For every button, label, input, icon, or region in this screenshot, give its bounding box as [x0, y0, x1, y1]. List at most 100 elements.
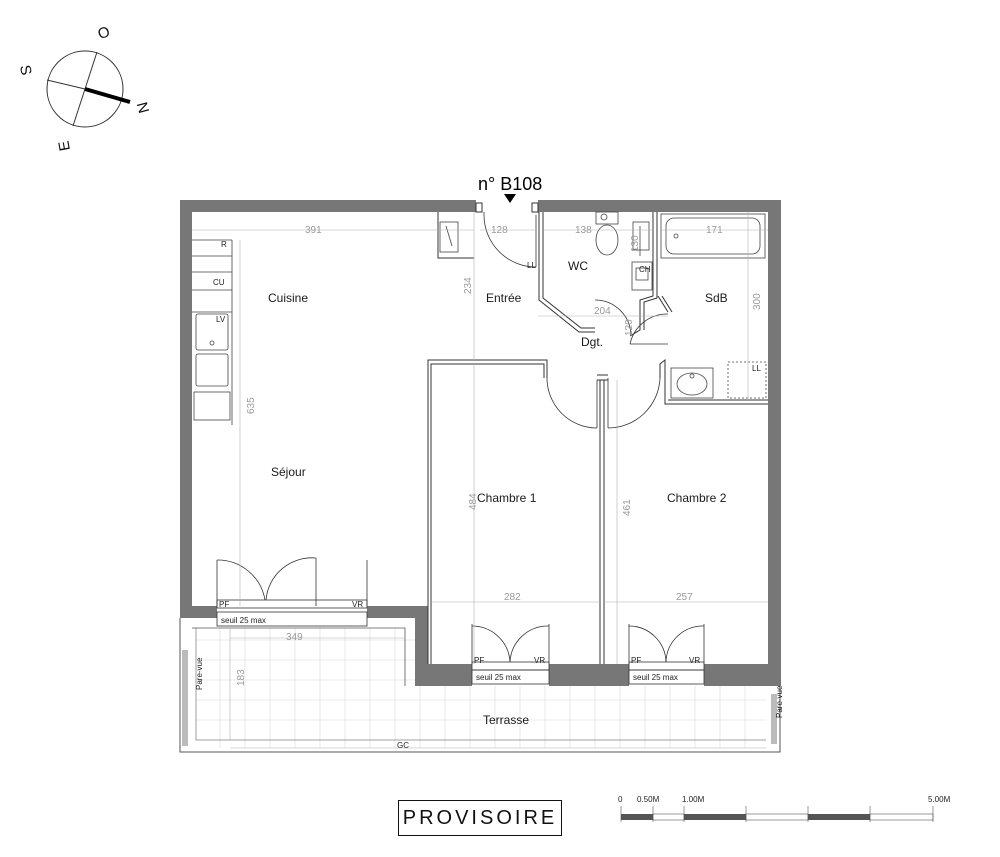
windows — [216, 557, 705, 685]
wc-door-swing — [594, 299, 632, 337]
label-vr-sejour: VR — [352, 600, 363, 609]
terrace-railing — [195, 628, 766, 741]
sdb-basin-cabinet — [670, 367, 714, 399]
bathtub-outer — [660, 213, 766, 259]
chambre2-swing-a — [628, 625, 667, 663]
label-lv: LV — [216, 315, 226, 324]
scale-label-500: 5.00M — [928, 795, 951, 804]
compass-axis-s — [46, 79, 86, 90]
closet-unit — [439, 221, 459, 253]
dimension-lines — [192, 212, 768, 749]
label-cu: CU — [213, 278, 225, 287]
sdb-door-swing — [629, 313, 669, 345]
partition-sdb-door-jamb-b — [661, 295, 673, 313]
chambre1-swing-b — [509, 625, 550, 663]
scale-label-100: 1.00M — [682, 795, 705, 804]
compass-o: O — [96, 23, 113, 43]
fixtures — [192, 211, 767, 425]
toilet-tank — [595, 211, 619, 225]
chambre1-swing-a — [471, 625, 511, 663]
chambre1-seuil — [471, 669, 550, 685]
doors — [483, 212, 669, 429]
compass-s: S — [16, 64, 34, 77]
chambre2-door-swing — [607, 377, 661, 429]
closet-outline — [437, 212, 474, 259]
chambre2-seuil — [628, 669, 705, 685]
label-ll-entree: LL — [527, 261, 536, 270]
label-pare-vue-left: Pare-vue — [195, 657, 204, 690]
partition-wc-right — [629, 212, 654, 337]
label-vr-chambre2: VR — [689, 656, 700, 665]
room-terrasse: Terrasse — [483, 713, 529, 727]
label-seuil-chambre2: seuil 25 max — [633, 673, 678, 682]
compass-circle — [46, 50, 124, 128]
sejour-door-swing-a — [216, 559, 266, 601]
scale-label-050: 0.50M — [637, 795, 660, 804]
partition-chambre1-inner — [430, 363, 545, 664]
sink-basin-b — [195, 353, 229, 387]
dim-349: 349 — [286, 632, 303, 643]
exterior-walls — [180, 200, 781, 686]
compass: O S N E — [16, 23, 152, 152]
terrace — [179, 618, 781, 753]
label-seuil-chambre1: seuil 25 max — [476, 673, 521, 682]
sink-drainboard — [193, 391, 231, 421]
label-ll-sdb: LL — [752, 364, 761, 373]
sdb-basin-drain — [689, 373, 695, 379]
room-chambre1: Chambre 1 — [477, 491, 537, 505]
room-cuisine: Cuisine — [268, 291, 308, 305]
toilet-flush — [600, 213, 608, 221]
sejour-seuil — [216, 611, 368, 627]
terrace-edge — [179, 618, 781, 753]
dim-138: 138 — [575, 225, 592, 236]
label-pf-chambre2: PF — [631, 656, 641, 665]
dim-183: 183 — [236, 669, 247, 686]
scale-seg-1 — [621, 814, 653, 820]
sejour-door-swing-b — [265, 557, 317, 601]
label-r: R — [221, 240, 227, 249]
jamb-left — [475, 202, 483, 213]
scale-seg-5 — [808, 814, 870, 820]
room-sejour: Séjour — [271, 465, 306, 479]
wall-sejour-bottom-a — [180, 606, 217, 618]
chambre2-swing-b — [665, 625, 705, 663]
dim-120: 120 — [624, 319, 635, 336]
wall-top-right — [538, 200, 781, 212]
partition-sdb-door-jamb — [657, 295, 669, 313]
jamb-right — [531, 202, 539, 213]
room-wc: WC — [568, 259, 588, 273]
bathtub-drain — [673, 233, 679, 239]
sink-basin-a — [195, 313, 229, 351]
sink-drain — [209, 340, 215, 346]
dim-204: 204 — [594, 306, 611, 317]
pare-vue-right-bar — [771, 694, 777, 744]
partition-chambre1-outer — [427, 359, 548, 664]
wall-top-left — [180, 200, 476, 212]
dim-171: 171 — [706, 225, 723, 236]
room-chambre2: Chambre 2 — [667, 491, 727, 505]
entrance-jambs — [475, 202, 539, 213]
label-pf-sejour: PF — [219, 600, 229, 609]
wall-bottom-c — [704, 664, 781, 686]
compass-north-needle — [84, 87, 131, 104]
wc-basin — [632, 221, 650, 251]
dim-635: 635 — [246, 397, 257, 414]
washing-machine-spot — [727, 361, 767, 399]
scale-seg-4 — [745, 813, 809, 821]
dim-234: 234 — [463, 277, 474, 294]
toilet-bowl — [595, 224, 619, 256]
interior-partitions — [427, 212, 768, 664]
scale-label-0: 0 — [618, 795, 623, 804]
compass-n: N — [133, 100, 152, 115]
label-seuil-sejour: seuil 25 max — [221, 616, 266, 625]
wall-left — [180, 200, 192, 618]
scale-seg-3 — [684, 814, 746, 820]
closet-hatch — [445, 225, 453, 247]
sejour-window-frame — [216, 599, 368, 609]
room-dgt: Dgt. — [581, 335, 603, 349]
dim-130: 130 — [630, 235, 641, 252]
dim-282: 282 — [504, 592, 521, 603]
wall-sejour-bottom-b — [367, 606, 428, 618]
entrance-door-swing — [483, 214, 537, 268]
